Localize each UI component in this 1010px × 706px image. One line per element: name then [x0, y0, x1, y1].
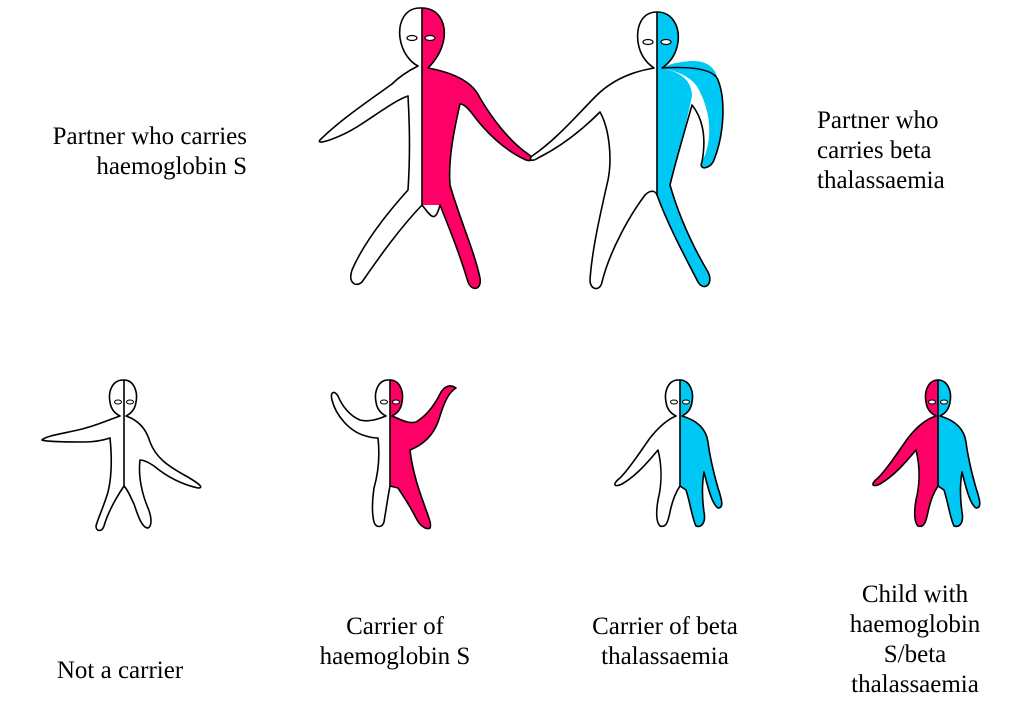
child-figure-carrier-hbs: [316, 376, 466, 536]
child-label-carrier-hbs: Carrier of haemoglobin S: [290, 612, 500, 672]
child-figure-not-carrier: [38, 376, 208, 536]
left-parent-label: Partner who carries haemoglobin S: [4, 122, 247, 182]
parents-figures: [300, 0, 740, 300]
right-parent-eye-left: [643, 40, 653, 45]
left-parent-white-half: [319, 8, 422, 284]
child-label-hbs-beta-thal: Child with haemoglobin S/beta thalassaem…: [820, 580, 1010, 700]
left-parent-eye-left: [407, 36, 417, 41]
right-parent-figure: [530, 12, 723, 289]
child-figure-hbs-beta-thal: [868, 376, 1008, 536]
right-parent-eye-right: [661, 40, 671, 45]
left-parent-figure: [319, 8, 531, 288]
left-parent-pink-half: [422, 8, 532, 288]
child-label-carrier-beta-thal: Carrier of beta thalassaemia: [560, 612, 770, 672]
child-label-not-carrier: Not a carrier: [20, 656, 220, 686]
right-parent-label: Partner who carries beta thalassaemia: [817, 106, 1007, 196]
left-parent-eye-right: [425, 36, 435, 41]
child-figure-carrier-beta-thal: [606, 376, 746, 536]
right-parent-blue-half: [657, 12, 710, 287]
